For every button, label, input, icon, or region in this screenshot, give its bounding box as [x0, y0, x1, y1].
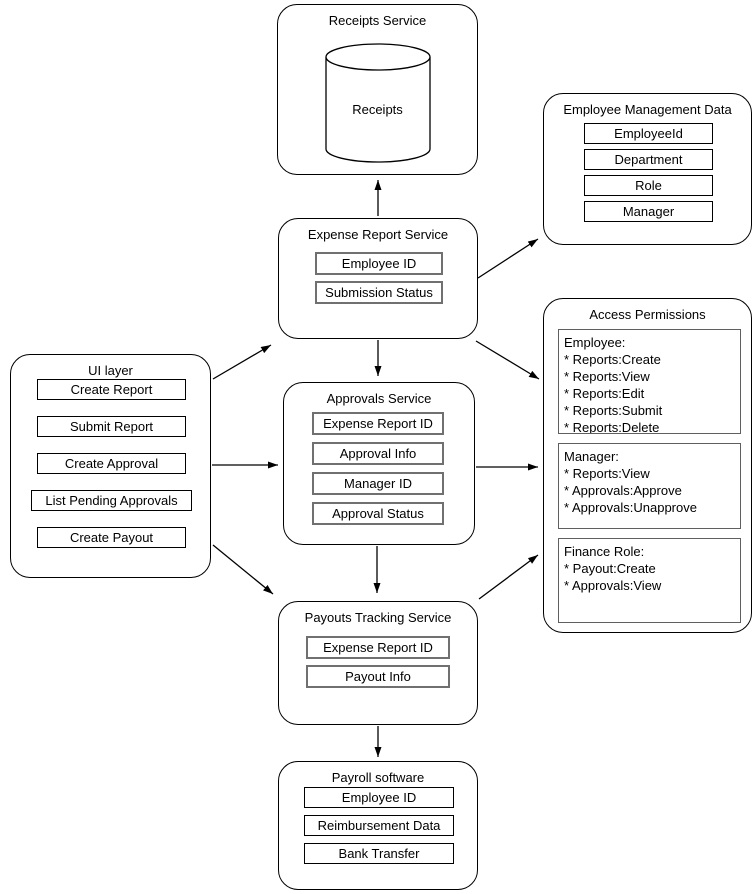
field-submission-status: Submission Status	[315, 281, 443, 304]
access-permissions-node: Access Permissions Employee: * Reports:C…	[543, 298, 752, 633]
role-line: * Payout:Create	[564, 561, 656, 576]
action-create-report: Create Report	[37, 379, 186, 400]
role-finance-permissions: Finance Role: * Payout:Create * Approval…	[558, 538, 741, 623]
field-bank-transfer: Bank Transfer	[304, 843, 454, 864]
role-line: * Reports:View	[564, 466, 650, 481]
arrow-expense-to-employee-management	[477, 238, 539, 279]
field-employee-id: Employee ID	[315, 252, 443, 275]
role-line: Finance Role:	[564, 544, 645, 559]
receipts-database-icon	[325, 43, 431, 163]
ui-layer-title: UI layer	[88, 363, 133, 378]
expense-report-service-title: Expense Report Service	[307, 227, 449, 242]
field-manager-id: Manager ID	[312, 472, 444, 495]
ui-layer-node: UI layer Create Report Submit Report Cre…	[10, 354, 211, 578]
field-approval-info: Approval Info	[312, 442, 444, 465]
role-line: * Reports:Create	[564, 352, 661, 367]
action-submit-report: Submit Report	[37, 416, 186, 437]
role-line: * Approvals:Approve	[564, 483, 682, 498]
field-approval-status: Approval Status	[312, 502, 444, 525]
field-reimbursement-data: Reimbursement Data	[304, 815, 454, 836]
employee-management-data-title: Employee Management Data	[563, 102, 732, 117]
field-role: Role	[584, 175, 713, 196]
expense-report-service-node: Expense Report Service Employee ID Submi…	[278, 218, 478, 339]
action-create-approval: Create Approval	[37, 453, 186, 474]
role-manager-permissions: Manager: * Reports:View * Approvals:Appr…	[558, 443, 741, 529]
arrow-ui-to-expense	[212, 344, 272, 380]
payouts-tracking-service-title: Payouts Tracking Service	[304, 610, 452, 625]
payroll-software-node: Payroll software Employee ID Reimburseme…	[278, 761, 478, 890]
field-employee-id: EmployeeId	[584, 123, 713, 144]
arrow-expense-to-access-permissions	[475, 340, 540, 380]
field-expense-report-id: Expense Report ID	[306, 636, 450, 659]
payroll-software-title: Payroll software	[331, 770, 425, 785]
role-line: Manager:	[564, 449, 619, 464]
approvals-service-node: Approvals Service Expense Report ID Appr…	[283, 382, 475, 545]
role-line: * Reports:View	[564, 369, 650, 384]
role-line: * Approvals:Unapprove	[564, 500, 697, 515]
role-line: Employee:	[564, 335, 626, 350]
receipts-database-label: Receipts	[352, 102, 403, 117]
field-department: Department	[584, 149, 713, 170]
arrow-payouts-to-access-permissions	[478, 554, 539, 600]
field-employee-id: Employee ID	[304, 787, 454, 808]
role-line: * Reports:Submit	[564, 403, 663, 418]
arrow-ui-to-payouts	[212, 544, 274, 595]
role-employee-permissions: Employee: * Reports:Create * Reports:Vie…	[558, 329, 741, 434]
field-manager: Manager	[584, 201, 713, 222]
employee-management-data-node: Employee Management Data EmployeeId Depa…	[543, 93, 752, 245]
action-list-pending-approvals: List Pending Approvals	[31, 490, 192, 511]
action-create-payout: Create Payout	[37, 527, 186, 548]
receipts-service-title: Receipts Service	[328, 13, 427, 28]
payouts-tracking-service-node: Payouts Tracking Service Expense Report …	[278, 601, 478, 725]
role-line: * Approvals:View	[564, 578, 662, 593]
role-line: * Reports:Edit	[564, 386, 645, 401]
receipts-service-node: Receipts Service Receipts	[277, 4, 478, 175]
access-permissions-title: Access Permissions	[589, 307, 706, 322]
approvals-service-title: Approvals Service	[326, 391, 432, 406]
field-payout-info: Payout Info	[306, 665, 450, 688]
field-expense-report-id: Expense Report ID	[312, 412, 444, 435]
role-line: * Reports:Delete	[564, 420, 660, 434]
